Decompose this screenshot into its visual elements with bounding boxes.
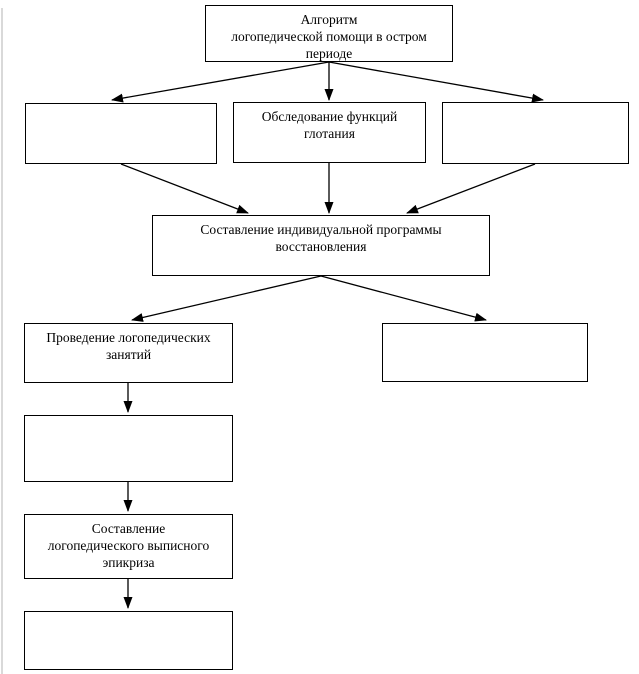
page-edge-artifact bbox=[1, 8, 3, 674]
arrow-exam-right-empty-to-recovery-program bbox=[406, 163, 536, 214]
arrow-algorithm-title-to-exam-left-empty bbox=[111, 61, 330, 103]
node-exam-left-empty bbox=[25, 103, 217, 164]
arrow-recovery-program-to-row4-right-empty bbox=[320, 275, 487, 322]
arrow-recovery-program-to-speech-sessions bbox=[131, 275, 322, 322]
node-row4-right-empty bbox=[382, 323, 588, 382]
arrow-algorithm-title-to-exam-right-empty bbox=[328, 61, 544, 103]
node-speech-sessions: Проведение логопедических занятий bbox=[24, 323, 233, 383]
node-algorithm-title: Алгоритм логопедической помощи в остром … bbox=[205, 5, 453, 62]
node-label: Составление индивидуальной программы вос… bbox=[200, 222, 442, 254]
node-discharge-epicrisis: Составление логопедического выписного эп… bbox=[24, 514, 233, 579]
node-recovery-program: Составление индивидуальной программы вос… bbox=[152, 215, 490, 276]
node-row5-left-empty bbox=[24, 415, 233, 482]
node-swallowing-exam: Обследование функций глотания bbox=[233, 102, 426, 163]
node-row7-left-empty bbox=[24, 611, 233, 670]
node-label: Проведение логопедических занятий bbox=[46, 330, 211, 362]
node-label: Алгоритм логопедической помощи в остром … bbox=[231, 12, 427, 61]
node-label: Обследование функций глотания bbox=[261, 109, 398, 141]
node-label: Составление логопедического выписного эп… bbox=[47, 521, 210, 570]
arrow-exam-left-empty-to-recovery-program bbox=[120, 163, 249, 214]
node-exam-right-empty bbox=[442, 102, 629, 164]
